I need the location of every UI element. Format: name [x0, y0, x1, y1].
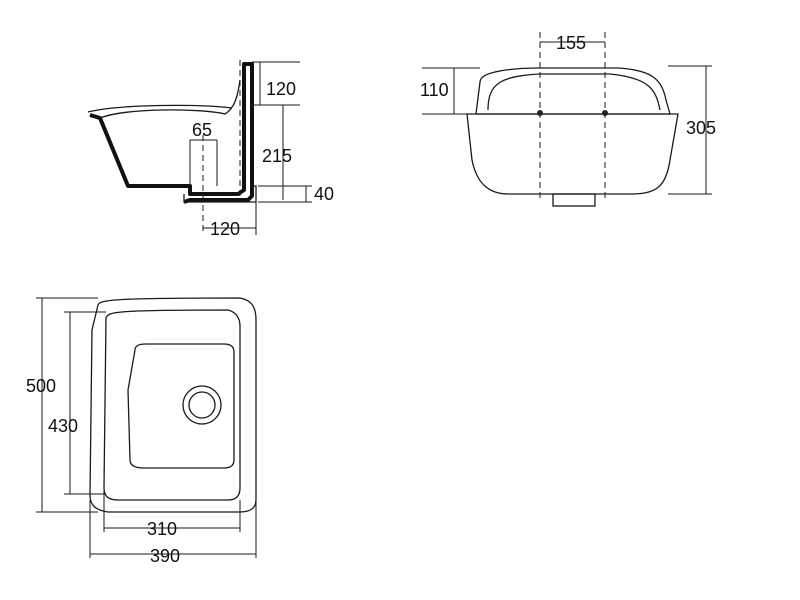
dim-rear-height: 120 — [266, 79, 296, 99]
dim-depth: 500 — [26, 376, 56, 396]
side-bowl-rim — [87, 104, 233, 113]
side-bowl-outline — [89, 62, 254, 204]
fixing-hole-right — [602, 110, 608, 116]
dim-inner-width: 310 — [147, 519, 177, 539]
dim-outlet-height: 215 — [262, 146, 292, 166]
dim-total-height: 305 — [686, 118, 716, 138]
dim-fixing-spacing: 155 — [556, 33, 586, 53]
dim-inner-depth: 430 — [48, 416, 78, 436]
front-top-body — [475, 67, 671, 115]
front-waste — [552, 193, 596, 207]
top-view: 500 430 310 390 — [26, 297, 257, 566]
front-bowl — [466, 113, 679, 195]
dim-base: 40 — [314, 184, 334, 204]
waste-outlet-inner — [188, 391, 216, 419]
side-bowl-inner — [99, 79, 241, 119]
dim-outlet-offset: 120 — [210, 219, 240, 239]
fixing-hole-left — [537, 110, 543, 116]
top-rim — [103, 309, 241, 501]
top-basin — [127, 343, 235, 469]
top-outer — [89, 297, 257, 513]
dim-width: 390 — [150, 546, 180, 566]
dim-waste-width: 65 — [192, 120, 212, 140]
waste-outlet-outer — [182, 385, 222, 425]
side-view: 120 215 40 65 120 — [87, 60, 334, 239]
front-top-inner — [487, 73, 661, 111]
front-view: 155 110 305 — [420, 32, 716, 207]
dim-fixing-height: 110 — [420, 80, 449, 100]
